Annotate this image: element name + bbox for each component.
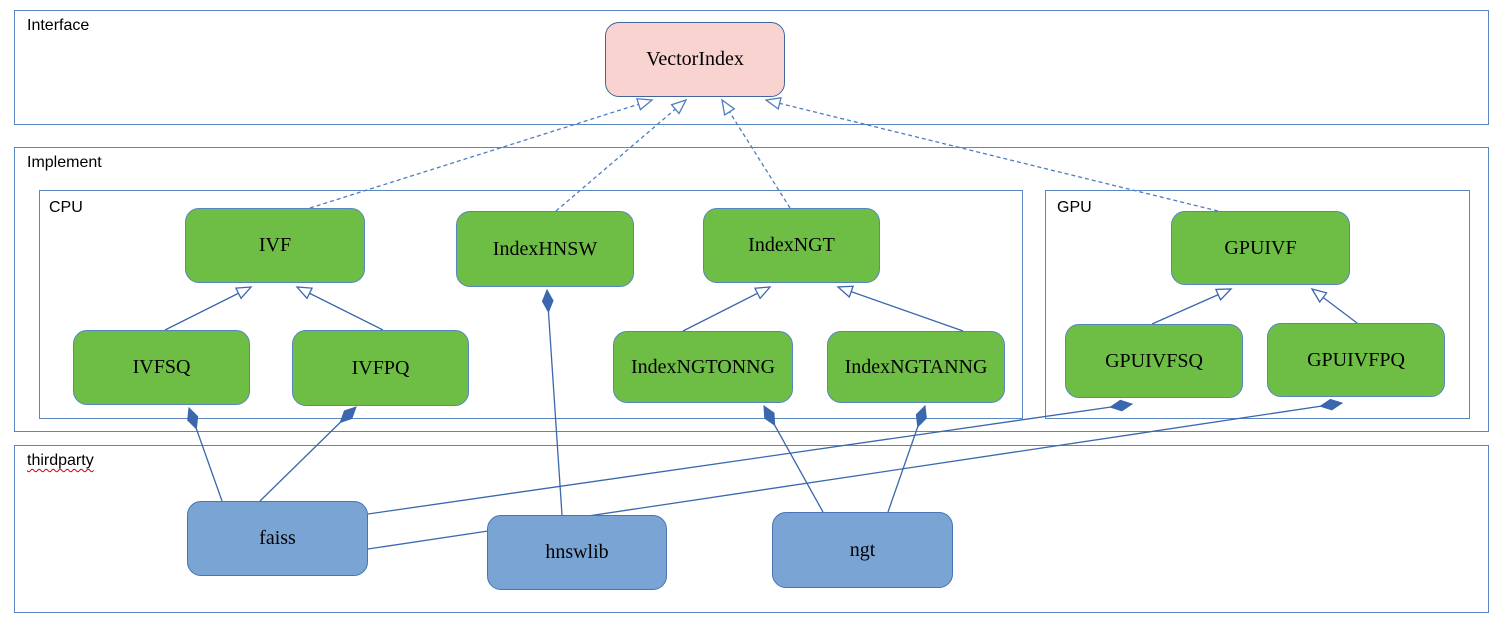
node-ngt: ngt	[772, 512, 953, 588]
node-indexngtonng-label: IndexNGTONNG	[630, 355, 776, 378]
node-indexngtanng-label: IndexNGTANNG	[844, 355, 988, 378]
edge-ivfsq-extends-ivf	[164, 287, 251, 331]
node-faiss: faiss	[187, 501, 368, 576]
node-indexngtonng: IndexNGTONNG	[613, 331, 793, 403]
edge-faiss-composes-gpuivfsq	[367, 404, 1132, 515]
node-ivf: IVF	[185, 208, 365, 283]
node-gpuivf: GPUIVF	[1171, 211, 1350, 285]
node-indexhnsw: IndexHNSW	[456, 211, 634, 287]
edge-indexngtonng-extends-indexngt	[682, 287, 770, 332]
gpu-section-label: GPU	[1057, 199, 1092, 216]
node-ivf-label: IVF	[258, 234, 292, 256]
node-ivfsq-label: IVFSQ	[132, 356, 191, 378]
node-indexngt: IndexNGT	[703, 208, 880, 283]
node-faiss-label: faiss	[259, 527, 296, 549]
edge-gpuivf-realizes-vectorindex	[766, 100, 1219, 212]
node-indexngt-label: IndexNGT	[748, 234, 835, 256]
node-hnswlib: hnswlib	[487, 515, 667, 590]
edge-gpuivfsq-extends-gpuivf	[1151, 289, 1231, 325]
node-gpuivfpq: GPUIVFPQ	[1267, 323, 1445, 397]
edge-ngt-composes-indexngtanng	[887, 406, 925, 513]
node-gpuivfsq: GPUIVFSQ	[1065, 324, 1243, 398]
gpu-section-box	[1045, 190, 1470, 419]
node-gpuivfpq-label: GPUIVFPQ	[1307, 348, 1405, 371]
node-vectorindex-label: VectorIndex	[646, 48, 744, 70]
edge-indexngt-realizes-vectorindex	[722, 100, 791, 209]
edge-ivf-realizes-vectorindex	[309, 100, 652, 209]
interface-section-box	[14, 10, 1489, 125]
node-ivfsq: IVFSQ	[73, 330, 250, 405]
edge-faiss-composes-ivfsq	[189, 408, 223, 502]
node-ivfpq-label: IVFPQ	[351, 356, 410, 379]
edge-faiss-composes-ivfpq	[259, 407, 356, 502]
edge-indexngtanng-extends-indexngt	[838, 287, 964, 332]
interface-section-label: Interface	[27, 17, 90, 34]
thirdparty-section-box	[14, 445, 1489, 613]
edge-ngt-composes-indexngtonng	[763, 406, 824, 513]
cpu-section-box	[39, 190, 1023, 419]
node-ivfpq: IVFPQ	[292, 330, 469, 406]
node-ngt-label: ngt	[849, 538, 876, 561]
edge-indexhnsw-realizes-vectorindex	[555, 100, 686, 212]
edge-gpuivfpq-extends-gpuivf	[1312, 289, 1358, 324]
edge-ivfpq-extends-ivf	[297, 287, 384, 331]
implement-section-label: Implement	[27, 154, 102, 171]
node-hnswlib-label: hnswlib	[545, 541, 609, 563]
thirdparty-section-label: thirdparty	[27, 452, 94, 469]
node-indexngtanng: IndexNGTANNG	[827, 331, 1005, 403]
node-gpuivf-label: GPUIVF	[1224, 236, 1297, 259]
node-indexhnsw-label: IndexHNSW	[492, 237, 598, 260]
node-gpuivfsq-label: GPUIVFSQ	[1105, 349, 1203, 372]
edge-hnswlib-composes-indexhnsw	[547, 290, 563, 516]
cpu-section-label: CPU	[49, 199, 83, 216]
node-vectorindex: VectorIndex	[605, 22, 785, 97]
